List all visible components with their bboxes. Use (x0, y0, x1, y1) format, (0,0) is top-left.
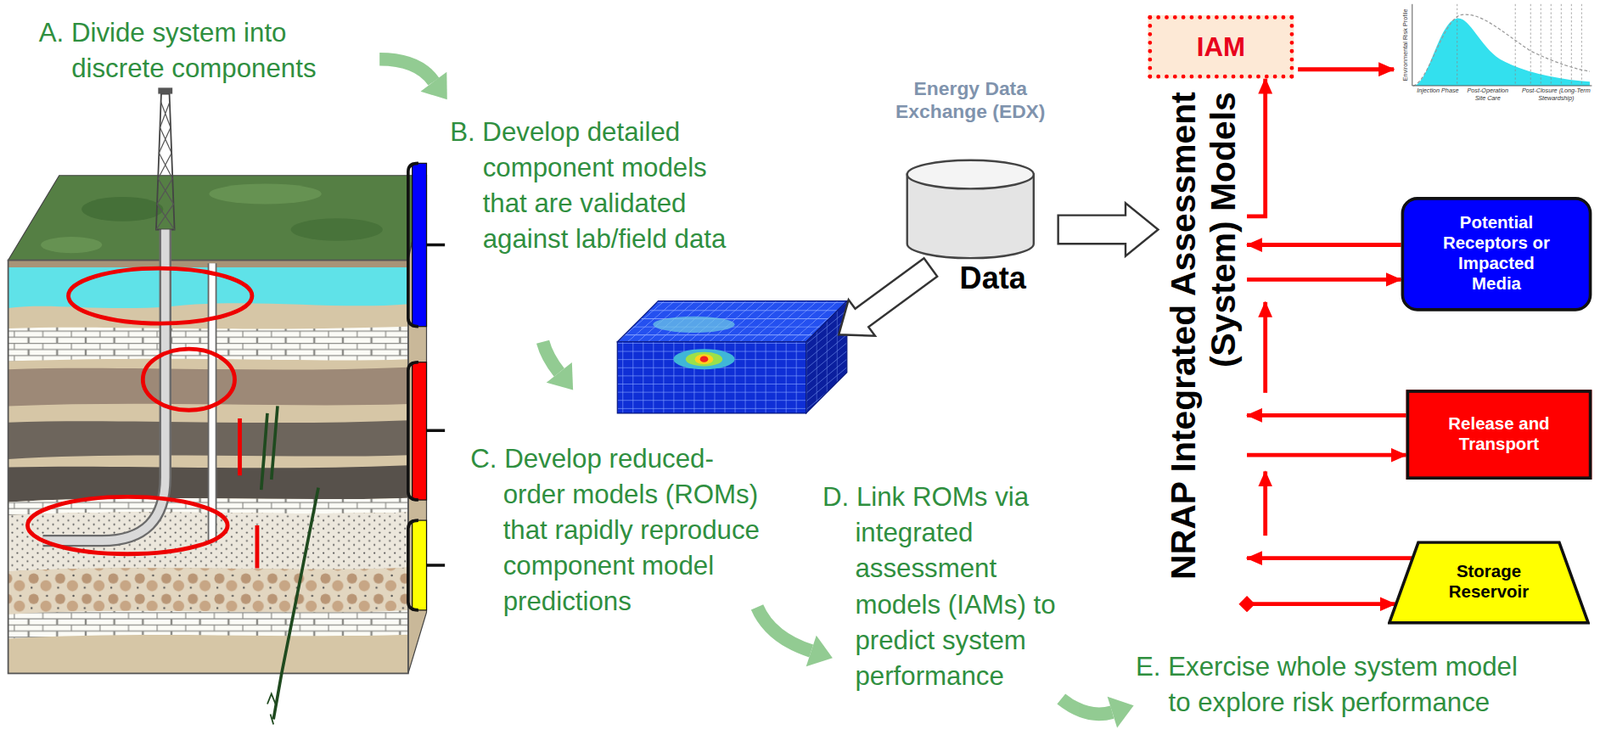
component-bracket (408, 362, 445, 500)
geologic-block (81, 196, 163, 222)
feedback-arrow (1246, 242, 1402, 248)
feedback-arrow (1246, 277, 1402, 282)
node-text: Data (960, 260, 1027, 298)
risk-profile-chart (1412, 4, 1593, 86)
trapezoid-shape (1389, 542, 1589, 624)
fracture-line (261, 405, 319, 725)
finite-element-mesh (673, 348, 735, 370)
cylinder-shape (903, 157, 1037, 260)
system-flow-arrow (1265, 69, 1394, 536)
step-caption: B. Develop detailed component models tha… (449, 114, 752, 258)
geologic-block (8, 175, 427, 261)
risk-zone-ellipse (68, 268, 253, 324)
step-caption: E. Exercise whole system model to explor… (1135, 649, 1539, 721)
receptors-box: Potential Receptors or Impacted Media (1401, 196, 1593, 312)
wellbore (42, 229, 165, 541)
database-cylinder: Energy Data Exchange (EDX) Data (882, 76, 1059, 298)
reservoir-trapezoid: Storage Reservoir (1387, 540, 1590, 625)
data-flow-arrow (1058, 202, 1159, 257)
risk-zone-ellipse (27, 268, 257, 568)
drilling-rig (157, 87, 173, 94)
node-text: Energy Data Exchange (EDX) (882, 76, 1059, 124)
risk-profile-chart (1413, 18, 1590, 86)
drilling-rig (156, 94, 175, 231)
feedback-arrow (1246, 413, 1407, 418)
geologic-block (8, 610, 409, 640)
process-step-arrow (379, 59, 1134, 729)
geologic-block (8, 260, 409, 674)
wellbore (42, 229, 165, 541)
risk-zone-ellipse (27, 496, 228, 554)
component-bracket (408, 520, 445, 611)
chart-phase-label: Post-Operation Site Care (1462, 87, 1514, 102)
step-caption: C. Develop reduced-order models (ROMs) t… (470, 440, 772, 619)
geologic-block (40, 236, 102, 253)
node-text: Release and Transport (1433, 414, 1565, 455)
geologic-block (8, 567, 409, 614)
geologic-block (8, 175, 427, 674)
step-caption: D. Link ROMs via integrated assessment m… (822, 479, 1068, 694)
risk-zone-ellipse (240, 418, 258, 569)
process-step-arrow (379, 59, 434, 82)
chart-phase-label: Injection Phase (1414, 87, 1460, 95)
cylinder-shape (907, 160, 1034, 190)
system-flow-arrow (1263, 471, 1268, 536)
risk-profile-chart (1457, 4, 1583, 86)
drilling-rig (156, 87, 175, 230)
fracture-line (261, 405, 319, 719)
component-bracket (408, 162, 445, 326)
chart-axis-label: Environmental Risk Profile (1401, 1, 1410, 88)
feedback-arrow (1246, 601, 1396, 607)
component-bracket (412, 520, 427, 611)
finite-element-mesh (652, 316, 735, 333)
data-arrow (838, 258, 938, 336)
node-text: IAM (1196, 31, 1246, 62)
system-model-band: NRAP Integrated Assessment (System) Mode… (1157, 91, 1247, 628)
feedback-arrow (1246, 453, 1407, 458)
process-step-arrow (421, 72, 448, 101)
release-box: Release and Transport (1406, 389, 1593, 480)
geologic-block (291, 218, 383, 241)
process-step-arrow (1107, 696, 1135, 729)
iam-box: IAM (1147, 15, 1294, 79)
system-flow-arrow (1263, 302, 1268, 393)
geologic-block (8, 260, 409, 674)
node-text: Storage Reservoir (1437, 561, 1542, 603)
process-step-arrow (1061, 698, 1112, 714)
component-bracket (412, 162, 427, 326)
geologic-block (208, 183, 321, 204)
risk-profile-chart (1412, 4, 1593, 86)
finite-element-mesh (617, 301, 847, 414)
process-step-arrow (757, 606, 812, 652)
system-flow-arrow (1297, 67, 1394, 72)
finite-element-mesh (700, 356, 709, 363)
process-step-arrow (546, 362, 573, 391)
rotated-frame: NRAP Integrated Assessment (System) Mode… (1157, 91, 1247, 628)
finite-element-mesh (806, 301, 848, 414)
component-bracket (412, 362, 427, 500)
node-text: NRAP Integrated Assessment (System) Mode… (1162, 91, 1243, 628)
step-caption: A. Divide system into discrete component… (39, 15, 336, 87)
node-text: Potential Receptors or Impacted Media (1437, 213, 1556, 295)
risk-profile-chart (1413, 14, 1590, 86)
component-bracket (408, 162, 445, 611)
risk-zone-ellipse (142, 348, 235, 410)
feedback-arrow (1246, 78, 1266, 217)
finite-element-mesh (685, 352, 723, 367)
process-step-arrow (543, 342, 560, 373)
process-step-arrow (806, 635, 833, 668)
fracture-line (267, 693, 276, 725)
feedback-arrow (1246, 555, 1412, 561)
drilling-rig (156, 101, 175, 230)
data-arrow (838, 258, 938, 336)
chart-phase-label: Post-Closure (Long-Term Stewardship) (1517, 87, 1595, 102)
finite-element-mesh (695, 353, 714, 365)
finite-element-mesh (617, 342, 806, 414)
